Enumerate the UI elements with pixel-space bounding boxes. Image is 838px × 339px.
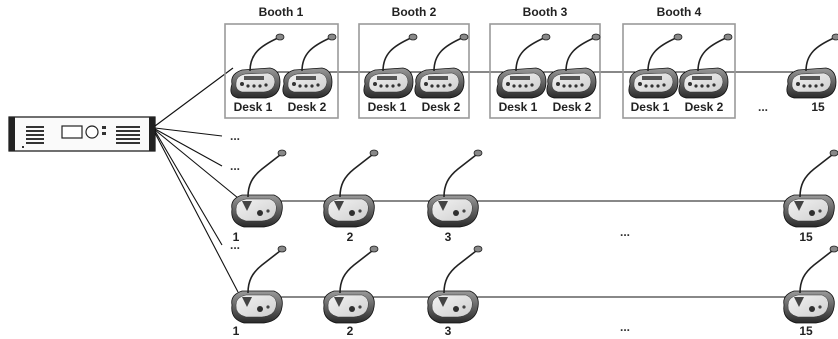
delegate-unit: [322, 245, 379, 324]
delegate-unit: [230, 245, 287, 324]
booth-title-3: Booth 3: [523, 5, 568, 19]
interpreter-desk-unit: [546, 33, 601, 99]
delegate-label: 1: [233, 230, 240, 244]
interpreter-desk-unit: [363, 33, 418, 99]
trunk-lines: [154, 67, 239, 293]
booth-frame-3: [489, 23, 601, 119]
desk-label: Desk 1: [499, 100, 538, 114]
desk-label: Desk 2: [288, 100, 327, 114]
desk-labels: Desk 1 Desk 2 Desk 1 Desk 2 Desk 1 Desk …: [234, 100, 825, 114]
delegate-last-label: 15: [799, 324, 813, 338]
booth-frames: [224, 23, 736, 119]
booth-title-2: Booth 2: [392, 5, 437, 19]
delegate-unit: [782, 245, 838, 324]
display-screen-icon: [61, 125, 83, 139]
delegate-row-2: 1 2 3 ... 15: [230, 245, 838, 338]
central-control-unit: [8, 116, 156, 152]
interpreter-desk-unit: [786, 33, 838, 99]
branch-ellipsis: ...: [230, 159, 240, 173]
desk-label: Desk 2: [685, 100, 724, 114]
delegate-label: 2: [347, 324, 354, 338]
branch-ellipses: ... ... ...: [230, 129, 240, 252]
booth-chain-last-label: 15: [811, 100, 825, 114]
desk-label: Desk 1: [234, 100, 273, 114]
interpreter-desks: [230, 33, 838, 99]
delegate-label: 3: [445, 230, 452, 244]
left-vent-icon: [26, 126, 44, 144]
delegate-row-ellipsis: ...: [620, 225, 630, 239]
delegate-row-1: 1 2 3 ... 15: [230, 149, 838, 244]
delegate-label: 1: [233, 324, 240, 338]
delegate-row-ellipsis: ...: [620, 320, 630, 334]
booth-titles: Booth 1 Booth 2 Booth 3 Booth 4: [259, 5, 702, 19]
control-knob-icon: [85, 125, 99, 139]
delegate-unit: [322, 149, 379, 228]
branch-ellipsis: ...: [230, 129, 240, 143]
booth-chain-ellipsis: ...: [758, 100, 768, 114]
booth-frame-4: [622, 23, 736, 119]
desk-label: Desk 2: [422, 100, 461, 114]
booth-frame-1: [224, 23, 339, 119]
desk-label: Desk 1: [368, 100, 407, 114]
booth-frame-2: [358, 23, 470, 119]
desk-label: Desk 2: [553, 100, 592, 114]
delegate-unit: [426, 245, 483, 324]
booth-title-4: Booth 4: [657, 5, 702, 19]
interpreter-desk-unit: [496, 33, 551, 99]
desk-label: Desk 1: [631, 100, 670, 114]
delegate-unit: [782, 149, 838, 228]
delegate-unit: [426, 149, 483, 228]
interpreter-desk-unit: [628, 33, 683, 99]
delegate-label: 3: [445, 324, 452, 338]
branch-ellipsis: ...: [230, 238, 240, 252]
interpreter-desk-unit: [678, 33, 733, 99]
interpreter-desk-unit: [282, 33, 337, 99]
delegate-last-label: 15: [799, 230, 813, 244]
interpreter-desk-unit: [230, 33, 285, 99]
right-vent-icon: [116, 126, 140, 144]
booth-title-1: Booth 1: [259, 5, 304, 19]
delegate-label: 2: [347, 230, 354, 244]
interpreter-desk-unit: [414, 33, 469, 99]
